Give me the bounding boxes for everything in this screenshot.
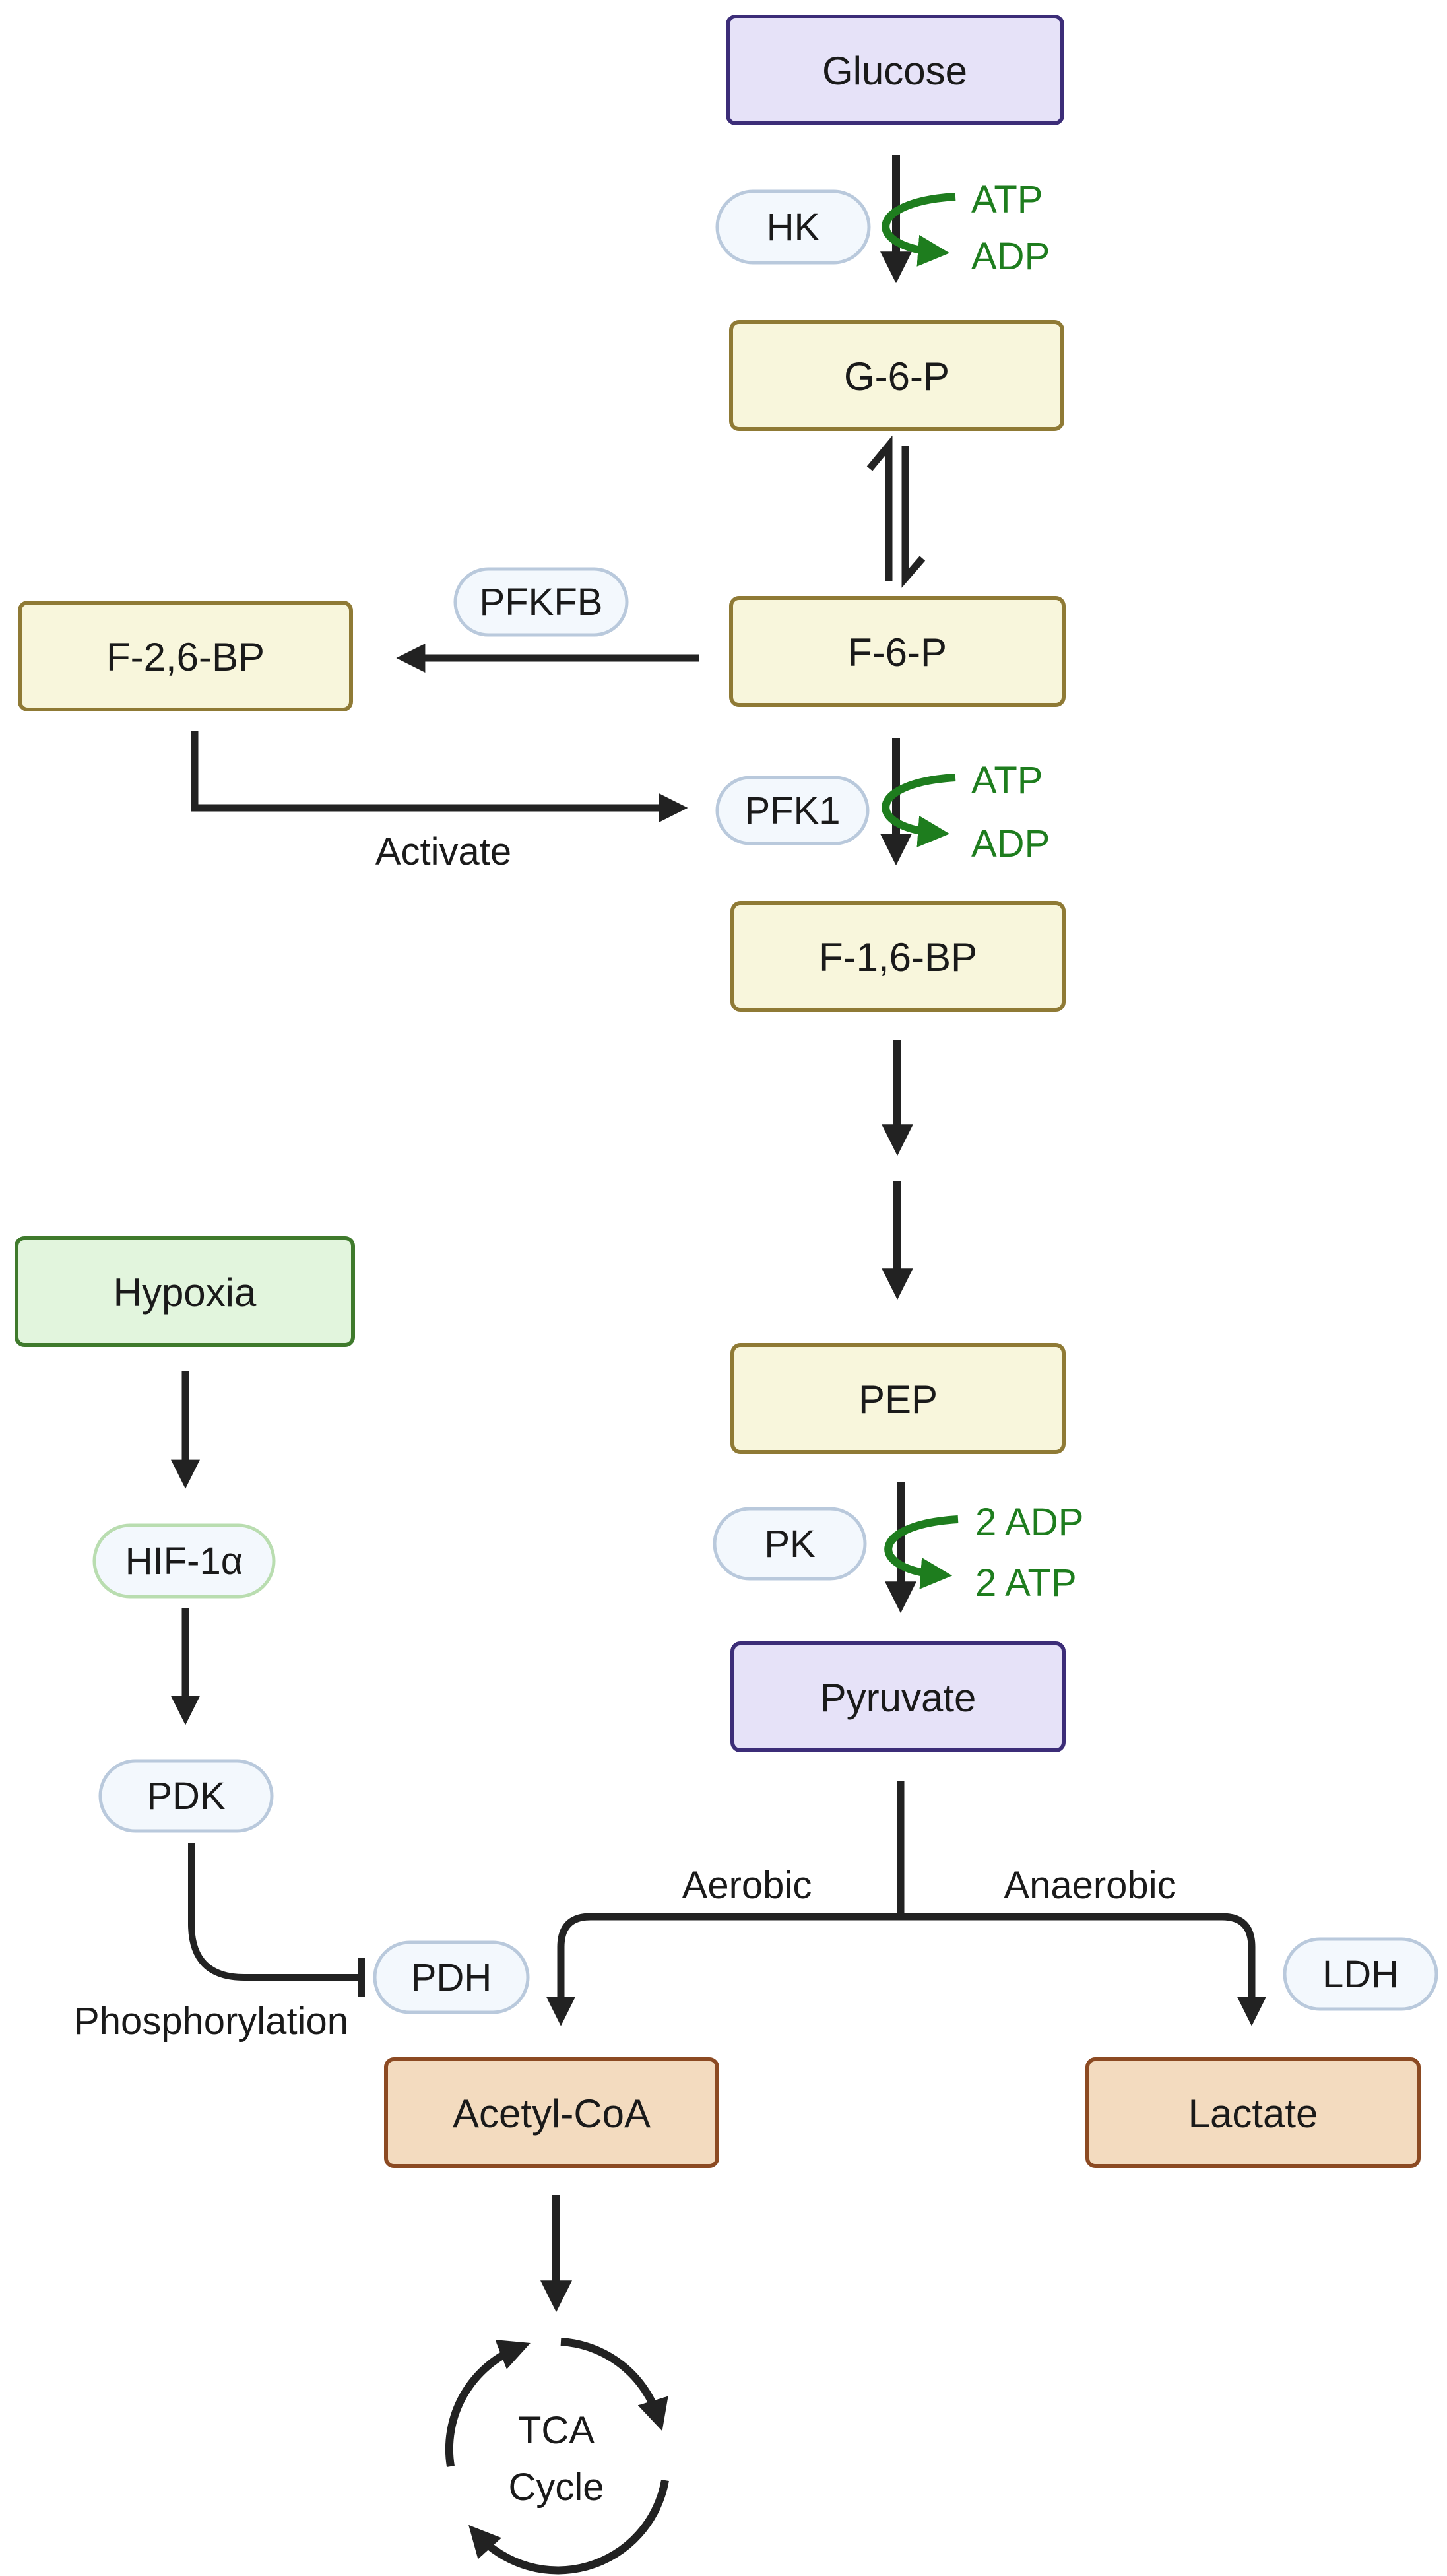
acetyl-coa-node: Acetyl-CoA bbox=[384, 2057, 719, 2168]
hk-cofactor-out: ADP bbox=[971, 235, 1050, 278]
f16bp-label: F-1,6-BP bbox=[819, 935, 977, 979]
glucose-node: Glucose bbox=[726, 15, 1064, 125]
hypoxia-node: Hypoxia bbox=[15, 1236, 355, 1347]
pfk1-label: PFK1 bbox=[744, 789, 840, 832]
tca-cycle-icon bbox=[445, 2338, 669, 2575]
pfk1-enzyme: PFK1 bbox=[715, 776, 870, 845]
pyruvate-node: Pyruvate bbox=[730, 1641, 1066, 1752]
pdh-label: PDH bbox=[411, 1956, 492, 1999]
pyruvate-label: Pyruvate bbox=[820, 1676, 977, 1720]
hk-label: HK bbox=[767, 206, 820, 249]
pyruvate-branch bbox=[546, 1781, 1266, 2026]
hif1a-enzyme: HIF-1α bbox=[92, 1523, 276, 1599]
pk-label: PK bbox=[764, 1523, 816, 1566]
hk-cofactor-arrow bbox=[882, 193, 956, 267]
ldh-enzyme: LDH bbox=[1283, 1937, 1438, 2011]
f26bp-node: F-2,6-BP bbox=[18, 601, 353, 711]
pk-cofactor-out: 2 ATP bbox=[975, 1562, 1077, 1604]
tca-label-line1: TCA bbox=[518, 2409, 595, 2452]
pdk-enzyme: PDK bbox=[98, 1759, 274, 1833]
pk-cofactor-arrow bbox=[884, 1515, 959, 1589]
hk-enzyme: HK bbox=[715, 189, 871, 265]
aerobic-label: Aerobic bbox=[682, 1864, 812, 1907]
hif1a-label: HIF-1α bbox=[125, 1540, 243, 1583]
pk-cofactor-in: 2 ADP bbox=[975, 1501, 1083, 1544]
glucose-label: Glucose bbox=[822, 49, 967, 93]
g6p-label: G-6-P bbox=[844, 354, 949, 399]
pdk-label: PDK bbox=[146, 1775, 226, 1818]
hk-cofactor-in: ATP bbox=[971, 178, 1043, 221]
phosphorylation-label: Phosphorylation bbox=[74, 2000, 348, 2043]
f16bp-node: F-1,6-BP bbox=[730, 901, 1066, 1012]
lactate-node: Lactate bbox=[1085, 2057, 1421, 2168]
pfk1-cofactor-in: ATP bbox=[971, 759, 1043, 802]
pdh-enzyme: PDH bbox=[373, 1940, 530, 2014]
lactate-label: Lactate bbox=[1188, 2092, 1318, 2136]
f26bp-activate-pfk1-arrow bbox=[191, 731, 688, 822]
f26bp-label: F-2,6-BP bbox=[106, 635, 265, 679]
hypoxia-label: Hypoxia bbox=[113, 1271, 257, 1315]
anaerobic-label: Anaerobic bbox=[1004, 1864, 1176, 1907]
f6p-node: F-6-P bbox=[729, 596, 1066, 707]
pep-label: PEP bbox=[858, 1377, 938, 1422]
pfkfb-label: PFKFB bbox=[480, 581, 603, 624]
pep-node: PEP bbox=[730, 1343, 1066, 1454]
f6p-label: F-6-P bbox=[848, 630, 947, 675]
acetyl-coa-label: Acetyl-CoA bbox=[453, 2092, 651, 2136]
pfkfb-enzyme: PFKFB bbox=[453, 567, 629, 637]
activate-label: Activate bbox=[375, 830, 511, 873]
ldh-label: LDH bbox=[1322, 1953, 1399, 1996]
pdk-inhibit-pdh bbox=[188, 1843, 365, 1997]
g6p-node: G-6-P bbox=[729, 320, 1064, 431]
pk-enzyme: PK bbox=[713, 1507, 867, 1581]
tca-label-line2: Cycle bbox=[508, 2466, 604, 2509]
g6p-f6p-reversible-arrow bbox=[866, 435, 926, 588]
pfk1-cofactor-arrow bbox=[882, 774, 956, 847]
pfk1-cofactor-out: ADP bbox=[971, 822, 1050, 865]
